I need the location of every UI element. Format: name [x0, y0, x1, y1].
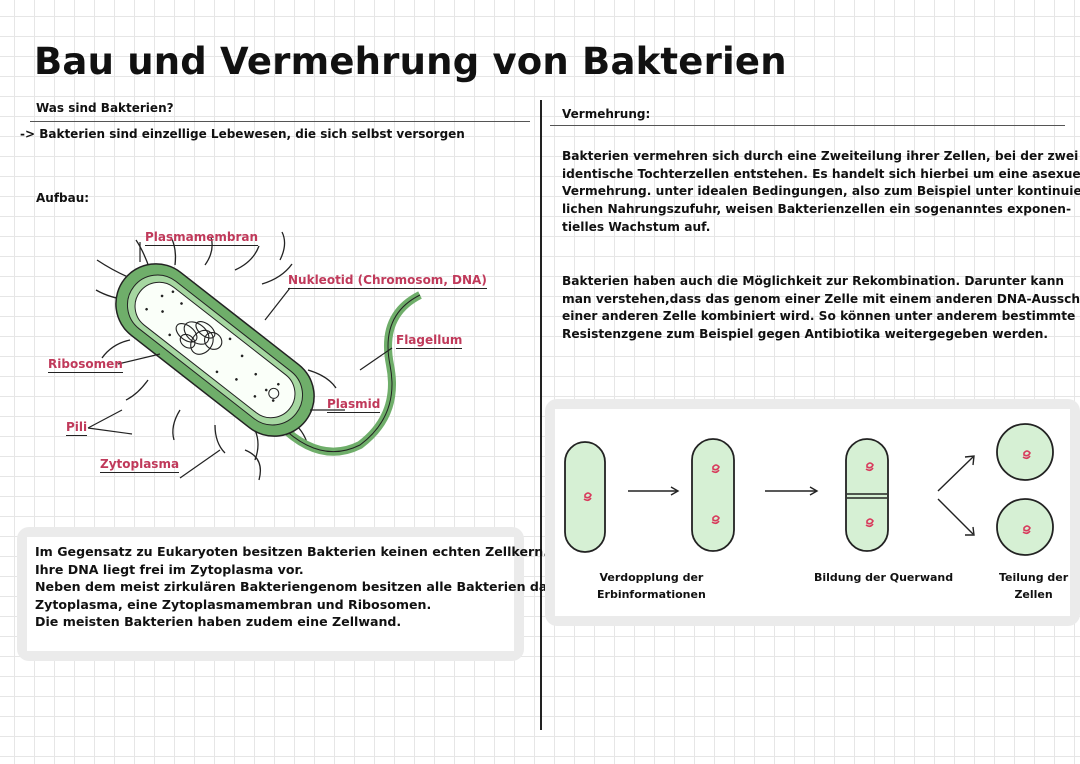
paragraph-line: tielles Wachstum auf. — [562, 219, 1080, 237]
paragraph-line: Bakterien vermehren sich durch eine Zwei… — [562, 148, 1080, 166]
paragraph-recombination: Bakterien haben auch die Möglichkeit zur… — [562, 273, 1080, 344]
paragraph-line: identische Tochterzellen entstehen. Es h… — [562, 166, 1080, 184]
info-box-text: Im Gegensatz zu Eukaryoten besitzen Bakt… — [35, 543, 555, 631]
caption-line: Teilung der — [999, 569, 1068, 586]
paragraph-line: einer anderen Zelle kombiniert wird. So … — [562, 308, 1080, 326]
info-line: Neben dem meist zirkulären Bakteriengeno… — [35, 578, 555, 596]
right-divider — [550, 125, 1065, 126]
paragraph-line: Bakterien haben auch die Möglichkeit zur… — [562, 273, 1080, 291]
caption-line: Zellen — [999, 586, 1068, 603]
label-plasmamembran: Plasmamembran — [145, 230, 258, 246]
left-divider — [30, 121, 530, 122]
info-box: Im Gegensatz zu Eukaryoten besitzen Bakt… — [17, 527, 524, 661]
paragraph-binary-fission: Bakterien vermehren sich durch eine Zwei… — [562, 148, 1080, 237]
caption-line: Verdopplung der — [597, 569, 706, 586]
caption-step3: Teilung der Zellen — [999, 569, 1068, 603]
column-divider — [540, 100, 542, 730]
caption-line: Erbinformationen — [597, 586, 706, 603]
label-pili: Pili — [66, 420, 87, 436]
caption-step2: Bildung der Querwand — [814, 569, 953, 586]
label-nukleotid: Nukleotid (Chromosom, DNA) — [288, 273, 487, 289]
cell-division-diagram — [555, 409, 1070, 559]
page-title: Bau und Vermehrung von Bakterien — [34, 40, 787, 83]
paragraph-line: Vermehrung. unter idealen Bedingungen, a… — [562, 183, 1080, 201]
caption-step1: Verdopplung der Erbinformationen — [597, 569, 706, 603]
paragraph-line: lichen Nahrungszufuhr, weisen Bakterienz… — [562, 201, 1080, 219]
label-ribosomen: Ribosomen — [48, 357, 123, 373]
answer-text: -> Bakterien sind einzellige Lebewesen, … — [20, 127, 465, 141]
caption-line: Bildung der Querwand — [814, 569, 953, 586]
info-line: Ihre DNA liegt frei im Zytoplasma vor. — [35, 561, 555, 579]
structure-heading: Aufbau: — [36, 191, 89, 205]
paragraph-line: Resistenzgene zum Beispiel gegen Antibio… — [562, 326, 1080, 344]
info-line: Die meisten Bakterien haben zudem eine Z… — [35, 613, 555, 631]
question-heading: Was sind Bakterien? — [36, 101, 174, 115]
info-line: Im Gegensatz zu Eukaryoten besitzen Bakt… — [35, 543, 555, 561]
label-plasmid: Plasmid — [327, 397, 380, 413]
paragraph-line: man verstehen,dass das genom einer Zelle… — [562, 291, 1080, 309]
reproduction-heading: Vermehrung: — [562, 107, 650, 121]
info-line: Zytoplasma, eine Zytoplasmamembran und R… — [35, 596, 555, 614]
label-zytoplasma: Zytoplasma — [100, 457, 179, 473]
label-flagellum: Flagellum — [396, 333, 462, 349]
